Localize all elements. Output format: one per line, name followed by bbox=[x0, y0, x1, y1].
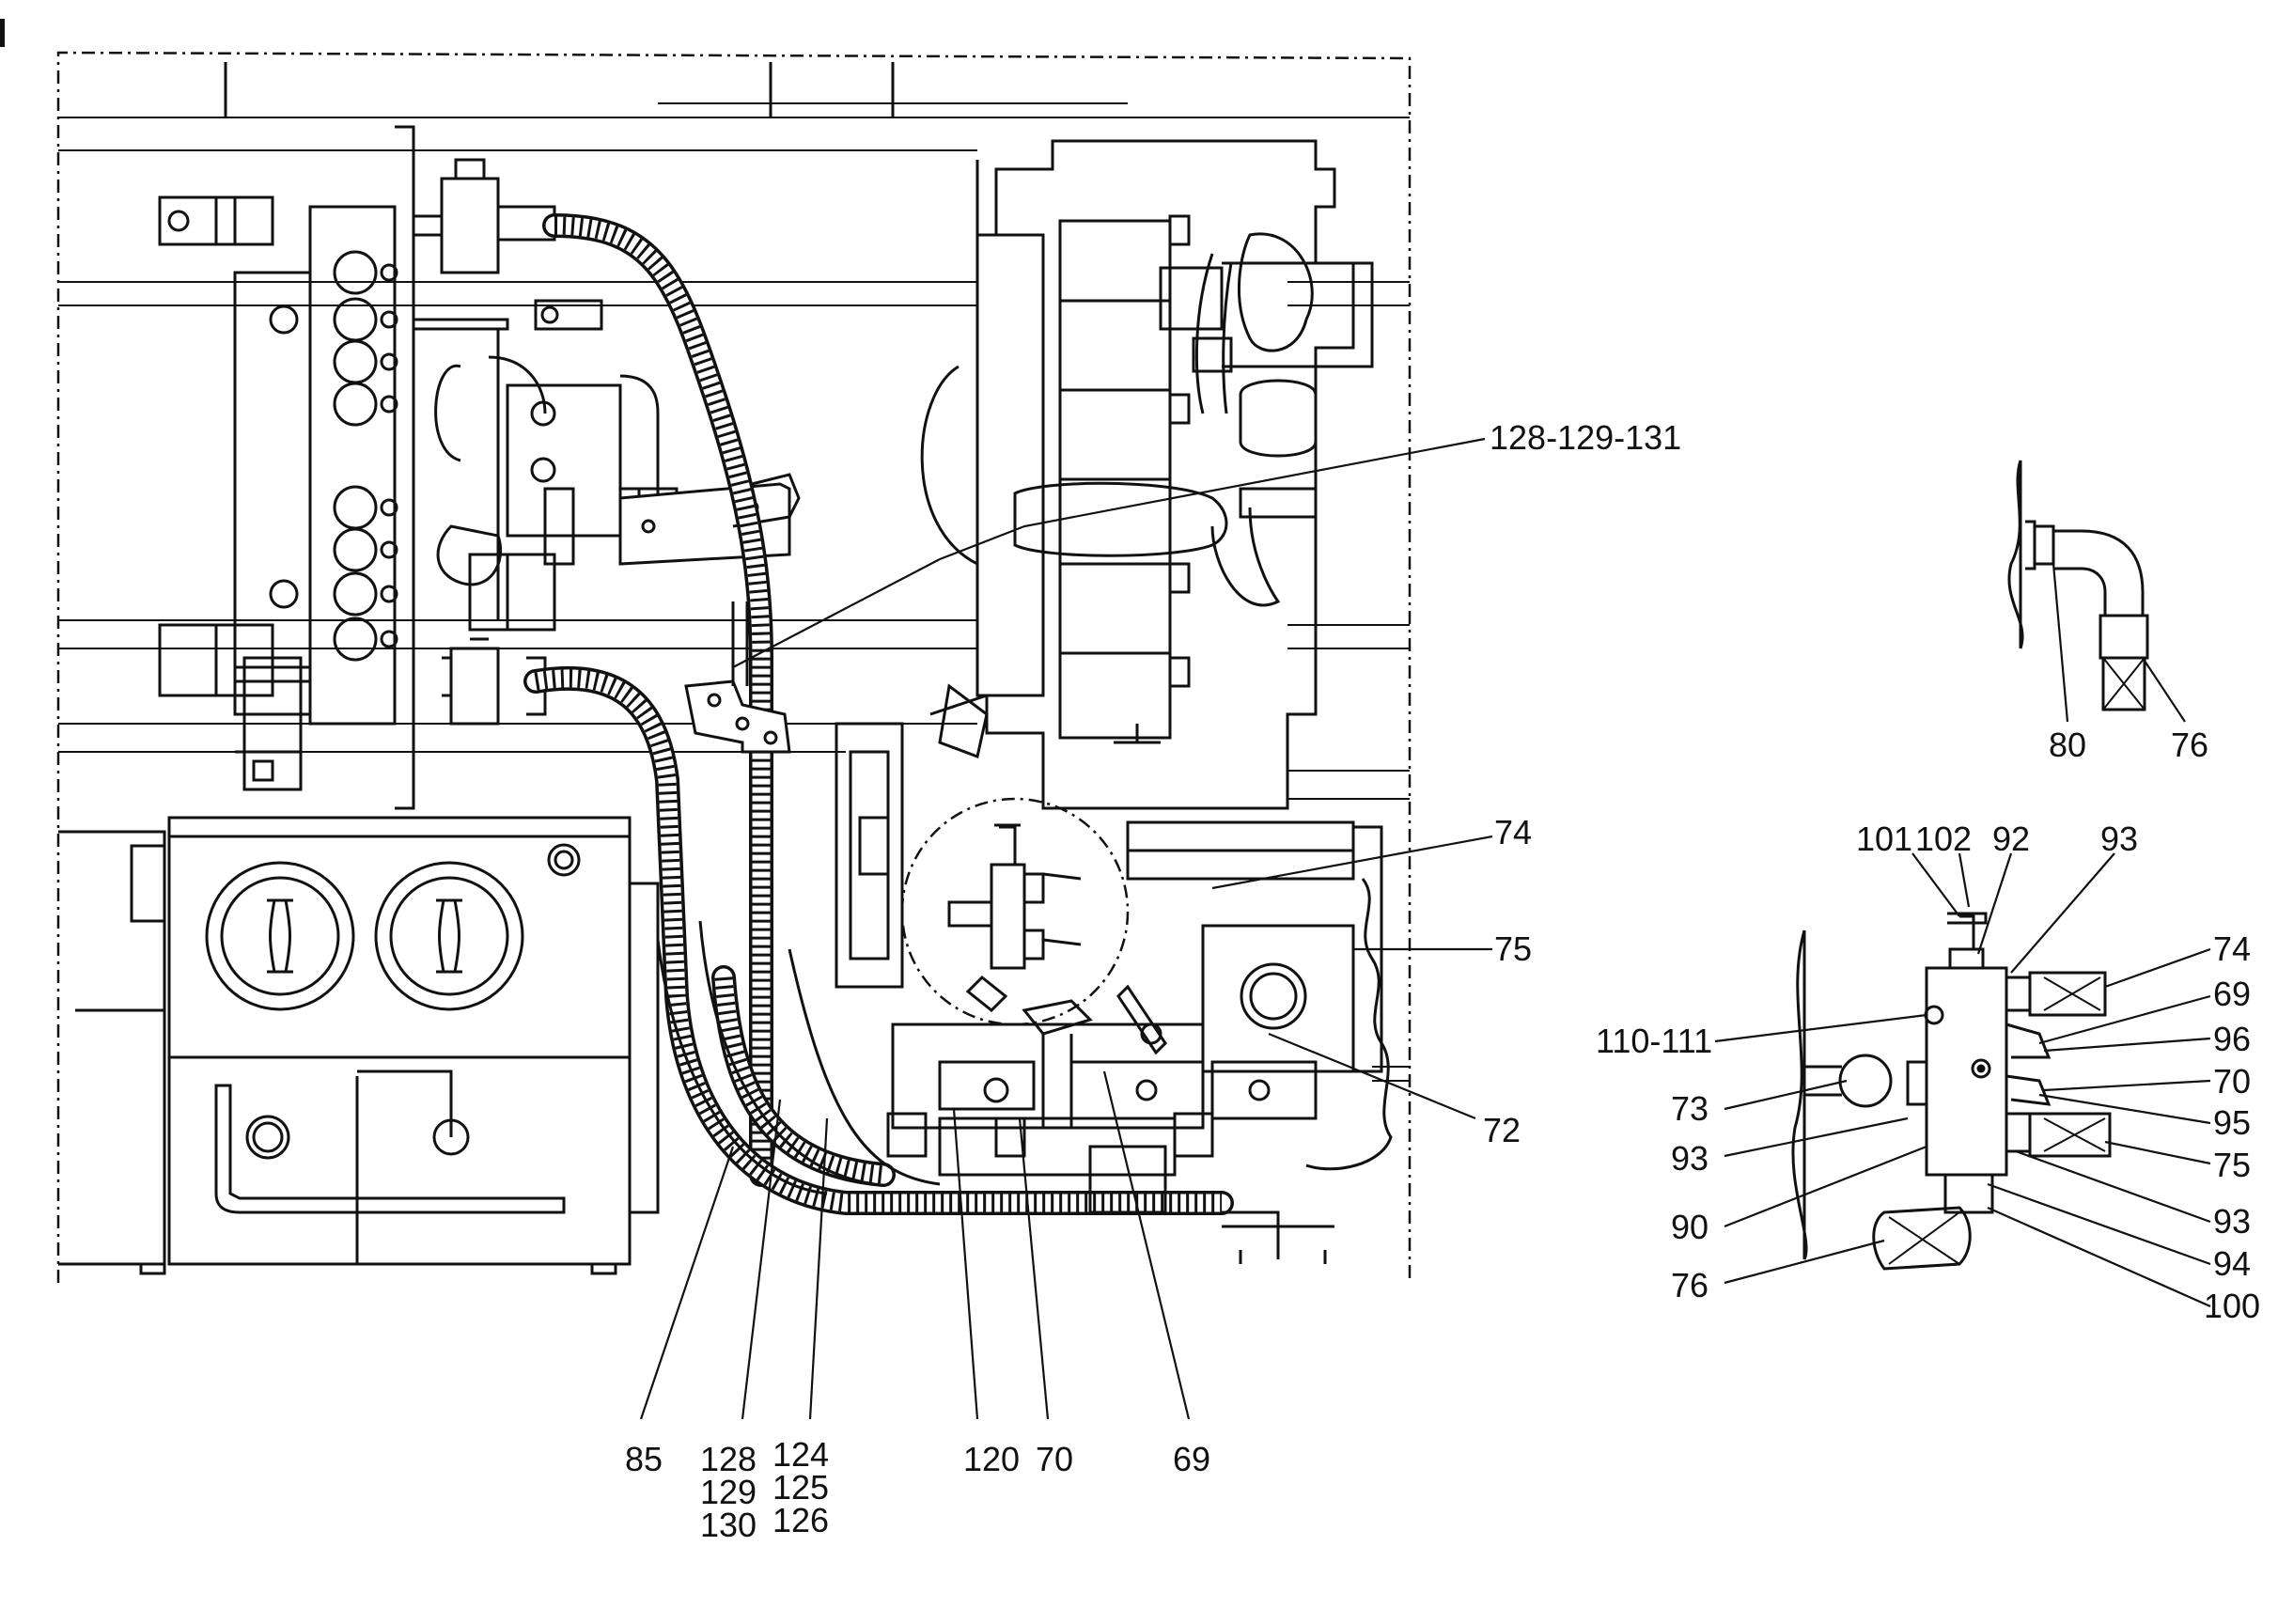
detail-circle bbox=[900, 797, 1130, 1026]
callout-75-main: 75 bbox=[1494, 929, 1532, 968]
callout-100: 100 bbox=[2204, 1287, 2260, 1325]
callout-70-bottom: 70 bbox=[1036, 1440, 1073, 1478]
callout-130: 130 bbox=[700, 1506, 757, 1544]
callout-102: 102 bbox=[1915, 820, 1972, 858]
callout-76-top: 76 bbox=[2171, 726, 2208, 764]
manifold-block-detail bbox=[1791, 912, 2112, 1271]
callout-128: 128 bbox=[700, 1440, 757, 1478]
callout-72-main: 72 bbox=[1483, 1111, 1521, 1149]
callout-69-detail: 69 bbox=[2213, 975, 2251, 1013]
callout-93-left: 93 bbox=[1671, 1139, 1708, 1178]
callout-129: 129 bbox=[700, 1473, 757, 1511]
callout-93-top: 93 bbox=[2100, 820, 2138, 858]
callout-101: 101 bbox=[1856, 820, 1912, 858]
valve-stack-lower bbox=[333, 485, 398, 662]
callout-labels: 128-129-131 74 75 72 85 128 129 130 124 … bbox=[625, 418, 2260, 1544]
left-valve-manifold bbox=[158, 125, 415, 810]
callout-70-detail: 70 bbox=[2213, 1062, 2251, 1101]
callout-126: 126 bbox=[772, 1501, 829, 1539]
callout-76-detail: 76 bbox=[1671, 1266, 1708, 1304]
callout-96: 96 bbox=[2213, 1020, 2251, 1058]
callout-95: 95 bbox=[2213, 1103, 2251, 1142]
callout-73: 73 bbox=[1671, 1089, 1708, 1128]
callout-110-111: 110-111 bbox=[1596, 1022, 1712, 1060]
callout-125: 125 bbox=[772, 1468, 829, 1507]
callout-75-detail: 75 bbox=[2213, 1146, 2251, 1184]
mounting-bracket bbox=[684, 601, 791, 754]
callout-69-bottom: 69 bbox=[1173, 1440, 1210, 1478]
elbow-fitting-detail bbox=[2007, 460, 2149, 711]
callout-74-detail: 74 bbox=[2213, 929, 2251, 968]
central-pump-area bbox=[835, 683, 1383, 1264]
callout-74-main: 74 bbox=[1494, 813, 1532, 851]
callout-92: 92 bbox=[1992, 820, 2030, 858]
engine-block bbox=[920, 139, 1374, 810]
main-frame-boundary bbox=[56, 51, 1412, 1283]
hydraulic-tank bbox=[58, 816, 660, 1275]
valve-stack-upper bbox=[333, 250, 398, 427]
right-frame-edge bbox=[1305, 878, 1393, 1171]
detail-circle-manifold bbox=[947, 823, 1082, 1013]
callout-80: 80 bbox=[2049, 726, 2086, 764]
frame-rails bbox=[58, 62, 1410, 800]
callout-124: 124 bbox=[772, 1435, 829, 1474]
callout-94: 94 bbox=[2213, 1244, 2251, 1283]
callout-93-right: 93 bbox=[2213, 1202, 2251, 1241]
callout-85: 85 bbox=[625, 1440, 663, 1478]
manifold-body bbox=[1925, 966, 2008, 1177]
callout-90: 90 bbox=[1671, 1208, 1708, 1246]
leader-lines bbox=[639, 437, 2211, 1420]
callout-128-129-131: 128-129-131 bbox=[1490, 418, 1681, 457]
main-assembly-view bbox=[56, 51, 1412, 1283]
callout-120: 120 bbox=[963, 1440, 1020, 1478]
hydraulic-hoses bbox=[523, 213, 1234, 1215]
